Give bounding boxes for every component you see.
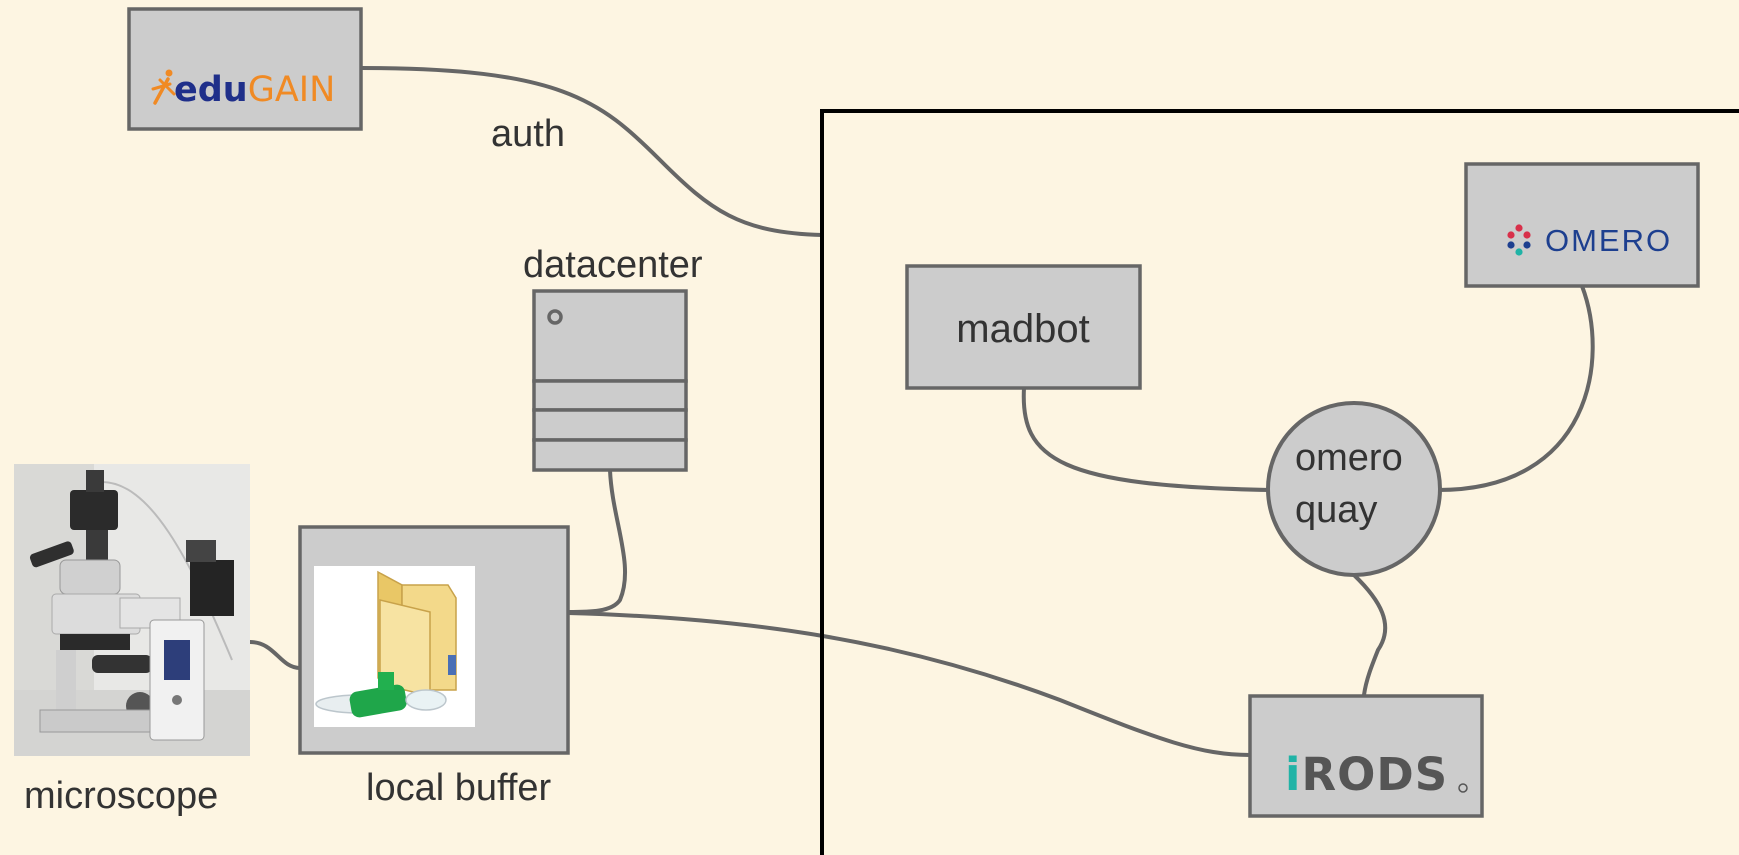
- microscope-buffer-connector: [249, 640, 301, 670]
- datacenter-server-icon: [532, 289, 688, 472]
- omero-logo-text: OMERO: [1545, 223, 1672, 258]
- auth-connector: [360, 66, 823, 237]
- edugain-star-icon: [151, 69, 176, 105]
- microscope-image: [14, 464, 250, 756]
- madbot-quay-connector: [1021, 387, 1271, 492]
- transfer-tube-icon: [315, 672, 447, 718]
- omero-box: OMERO: [1464, 162, 1700, 288]
- omero-flower-icon: [1507, 224, 1531, 256]
- omero-quay-connector: [1437, 285, 1595, 492]
- edugain-box: eduGAIN: [127, 7, 363, 131]
- edugain-logo-text: eduGAIN: [174, 70, 335, 110]
- microscope-label: microscope: [24, 775, 218, 817]
- edugain-logo-suffix: GAIN: [248, 70, 336, 110]
- madbot-label: madbot: [956, 307, 1089, 351]
- registered-mark-icon: [1458, 783, 1468, 793]
- edugain-logo-prefix: edu: [174, 70, 248, 110]
- datacenter-label: datacenter: [523, 244, 703, 286]
- madbot-box: [905, 264, 1142, 390]
- auth-label: auth: [491, 113, 565, 155]
- irods-logo-text: iRODS: [1285, 748, 1448, 801]
- quay-irods-connector: [1352, 573, 1388, 696]
- omero-quay-node: [1266, 401, 1442, 577]
- irods-box: iRODS: [1248, 694, 1484, 818]
- omero-quay-label-line2: quay: [1295, 489, 1377, 531]
- datacenter-buffer-connector: [567, 469, 628, 614]
- local-buffer-box: [298, 525, 570, 755]
- irods-logo-i: i: [1285, 748, 1301, 801]
- omero-quay-label-line1: omero: [1295, 437, 1403, 479]
- local-buffer-label: local buffer: [366, 767, 552, 809]
- irods-logo-rest: RODS: [1301, 748, 1448, 801]
- server-boundary: [820, 109, 1739, 855]
- buffer-irods-connector: [567, 611, 1251, 757]
